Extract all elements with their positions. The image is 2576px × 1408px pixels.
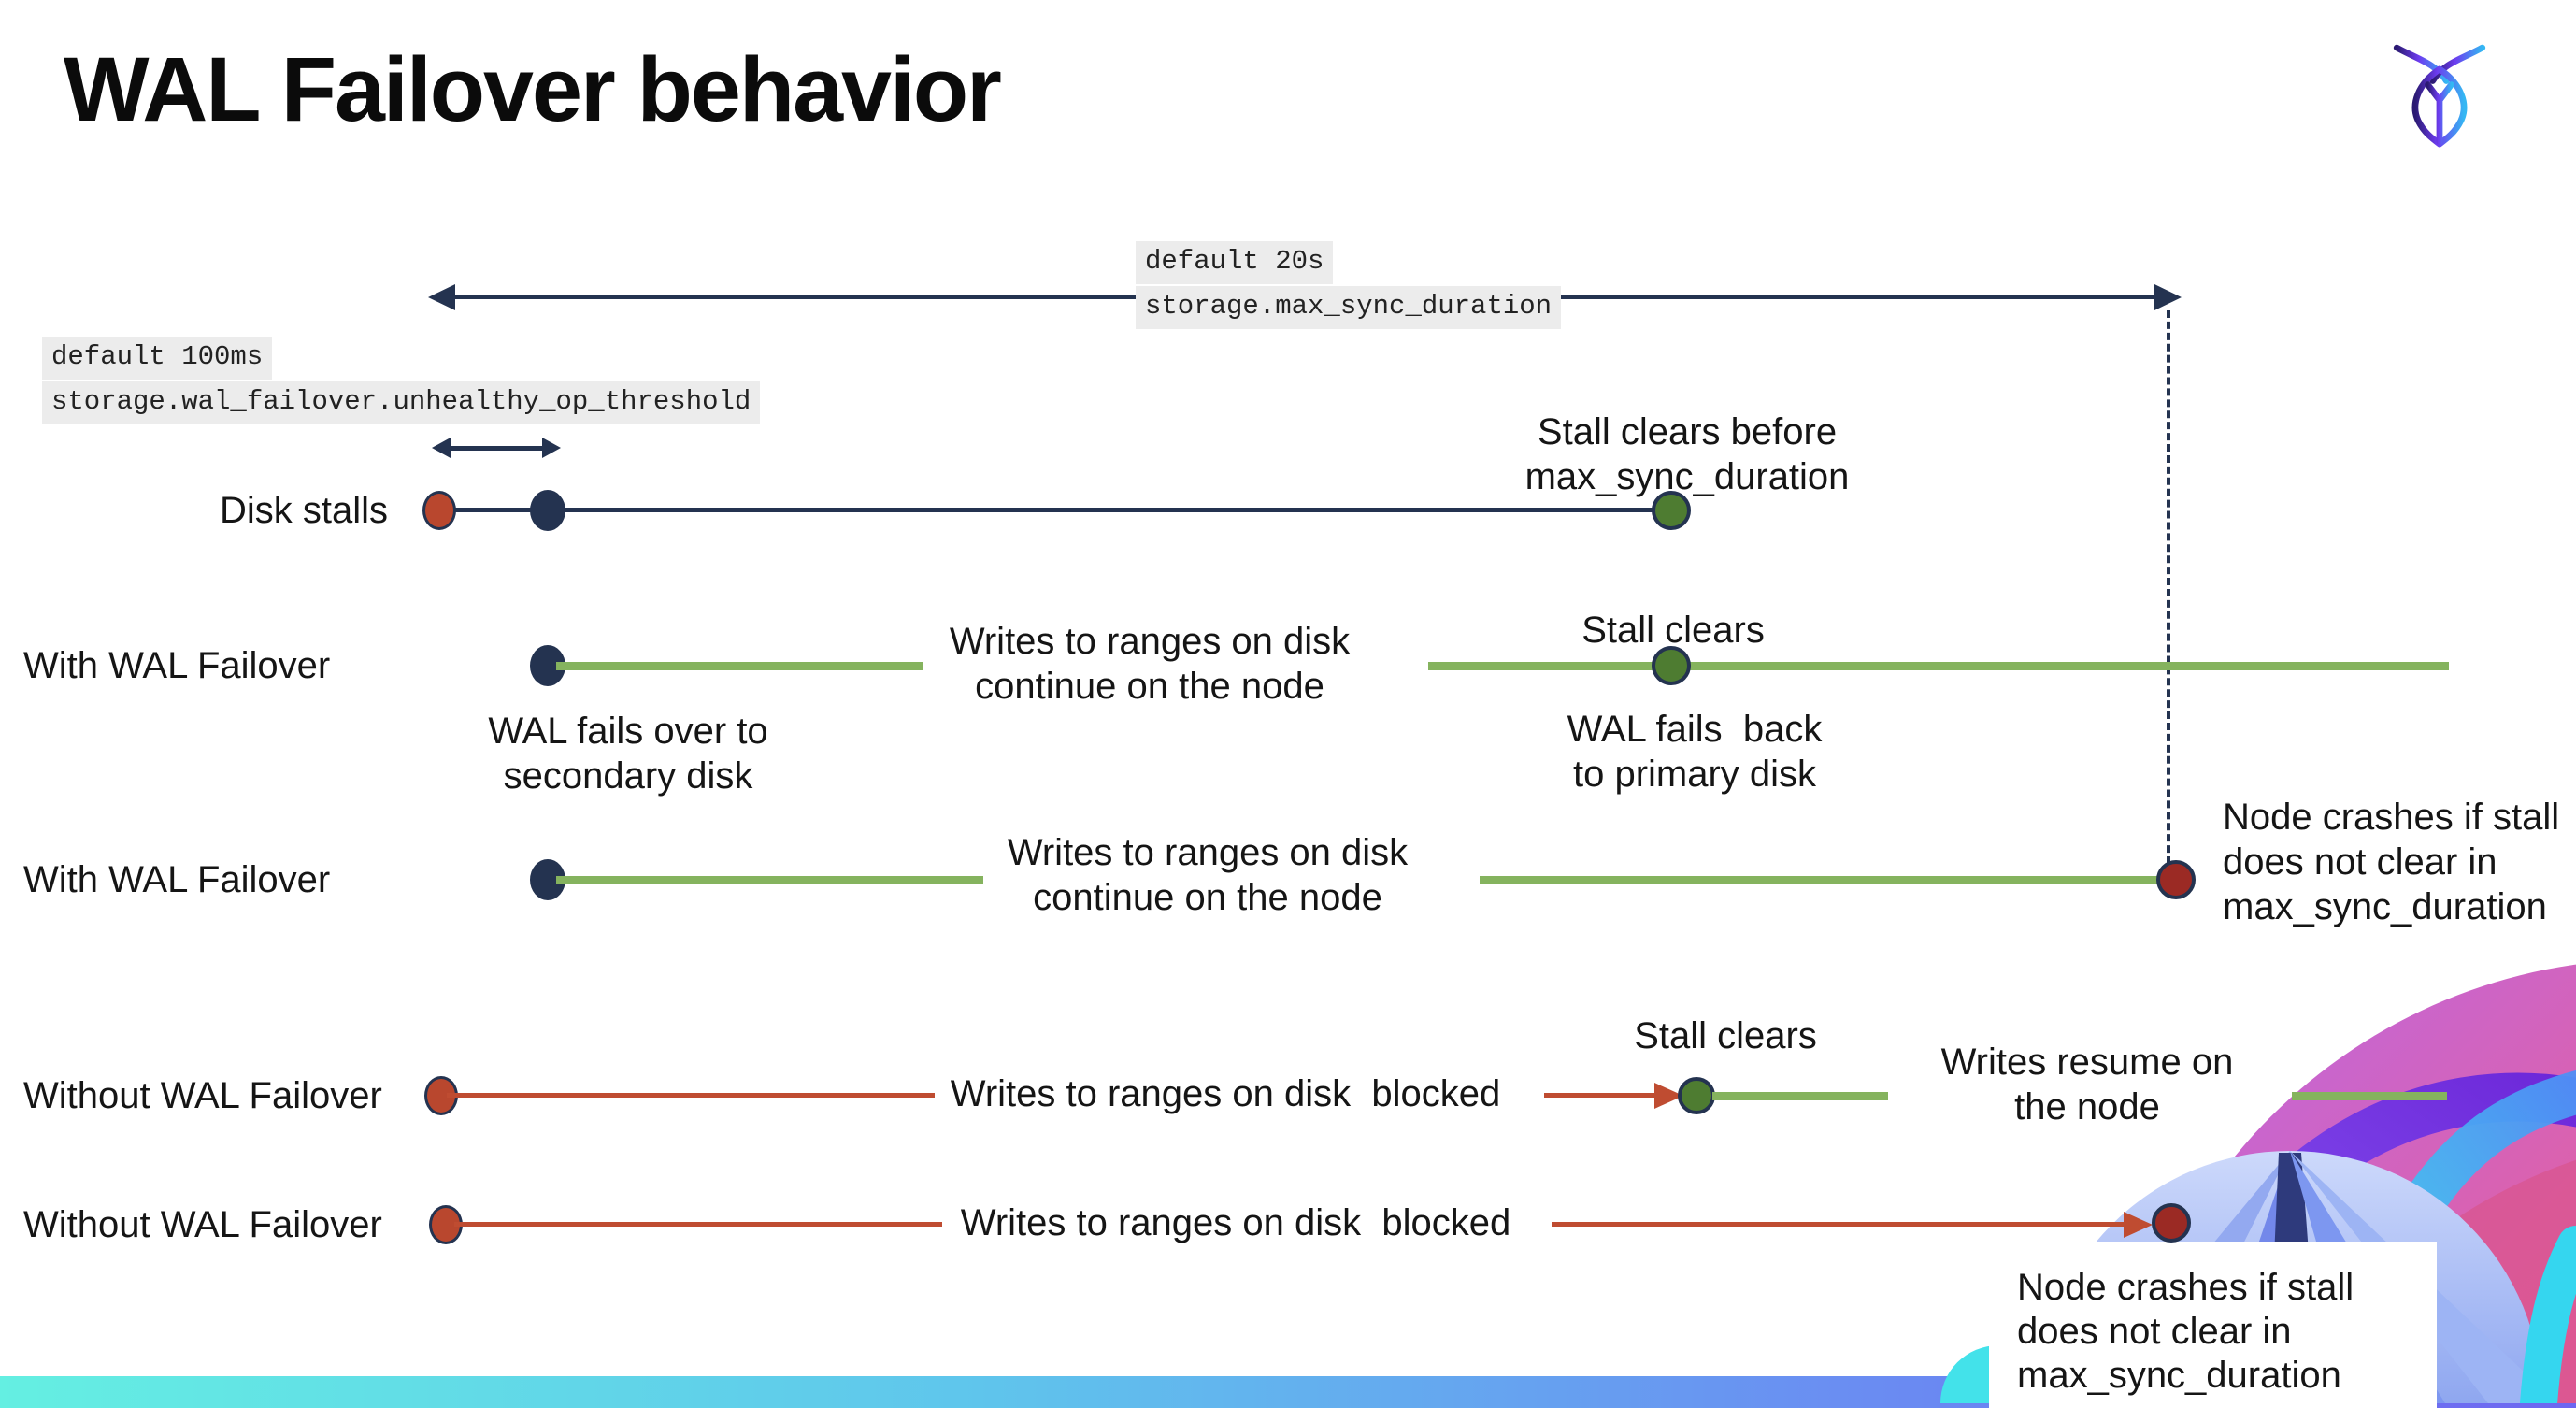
writes-continue-line — [556, 876, 983, 884]
stall-clears-dot — [1652, 646, 1691, 685]
writes-blocked-line — [1544, 1093, 1659, 1098]
writes-continue-line — [1428, 662, 2449, 670]
row-label-with-wal-failover-2: With WAL Failover — [23, 859, 331, 900]
wal-fails-back-label: WAL fails back to primary disk — [1567, 709, 1823, 795]
arrowhead-right-icon — [2154, 284, 2182, 310]
stall-clears-label: Stall clears — [1634, 1015, 1817, 1056]
threshold-setting-label: storage.wal_failover.unhealthy_op_thresh… — [42, 381, 761, 424]
arrowhead-left-icon — [432, 438, 451, 458]
writes-blocked-line — [454, 1222, 942, 1227]
threshold-default-label: default 100ms — [42, 337, 273, 380]
node-crash-dot — [2152, 1203, 2191, 1243]
node-crash-dot — [2156, 860, 2196, 899]
max-sync-duration-callout: default 20s storage.max_sync_duration — [1136, 241, 1562, 331]
writes-continue-label: Writes to ranges on disk continue on the… — [1007, 832, 1409, 918]
threshold-span-line — [445, 446, 548, 451]
writes-blocked-label: Writes to ranges on disk blocked — [950, 1073, 1501, 1114]
max-sync-setting-label: storage.max_sync_duration — [1136, 285, 1562, 329]
node-crashes-label: Node crashes if stall does not clear in … — [2223, 797, 2560, 927]
writes-continue-line — [556, 662, 923, 670]
cockroachdb-logo-icon — [2391, 39, 2488, 154]
writes-blocked-line — [1552, 1222, 2129, 1227]
arrowhead-left-icon — [428, 284, 455, 310]
disk-stall-timeline — [439, 508, 1671, 512]
row-label-without-wal-failover-2: Without WAL Failover — [23, 1204, 382, 1245]
stall-clears-dot — [1678, 1077, 1715, 1114]
stall-clears-label: Stall clears — [1581, 610, 1765, 651]
wal-fails-over-label: WAL fails over to secondary disk — [488, 711, 768, 797]
arrowhead-right-icon — [542, 438, 561, 458]
unhealthy-op-threshold-callout: default 100ms storage.wal_failover.unhea… — [42, 337, 761, 426]
threshold-dot — [530, 490, 565, 531]
stall-clears-before-label: Stall clears before max_sync_duration — [1524, 411, 1850, 497]
writes-resume-line — [1712, 1092, 1888, 1100]
stall-start-dot — [422, 491, 456, 530]
arrowhead-right-icon — [2124, 1212, 2153, 1238]
writes-resume-label: Writes resume on the node — [1940, 1042, 2234, 1128]
max-sync-default-label: default 20s — [1136, 241, 1334, 284]
stall-clears-dot — [1652, 491, 1691, 530]
writes-blocked-line — [447, 1093, 935, 1098]
row-label-disk-stalls: Disk stalls — [220, 490, 389, 531]
page-title: WAL Failover behavior — [64, 38, 1002, 140]
row-label-without-wal-failover-1: Without WAL Failover — [23, 1075, 382, 1116]
writes-resume-line — [2292, 1092, 2447, 1100]
node-crashes-note-box: Node crashes if stall does not clear in … — [1989, 1242, 2437, 1408]
writes-blocked-label: Writes to ranges on disk blocked — [960, 1202, 1511, 1243]
max-sync-deadline-dashed-line — [2167, 310, 2170, 864]
node-crashes-label: Node crashes if stall does not clear in … — [2017, 1267, 2354, 1396]
writes-continue-label: Writes to ranges on disk continue on the… — [949, 621, 1351, 707]
row-label-with-wal-failover-1: With WAL Failover — [23, 645, 331, 686]
writes-continue-line — [1480, 876, 2172, 884]
